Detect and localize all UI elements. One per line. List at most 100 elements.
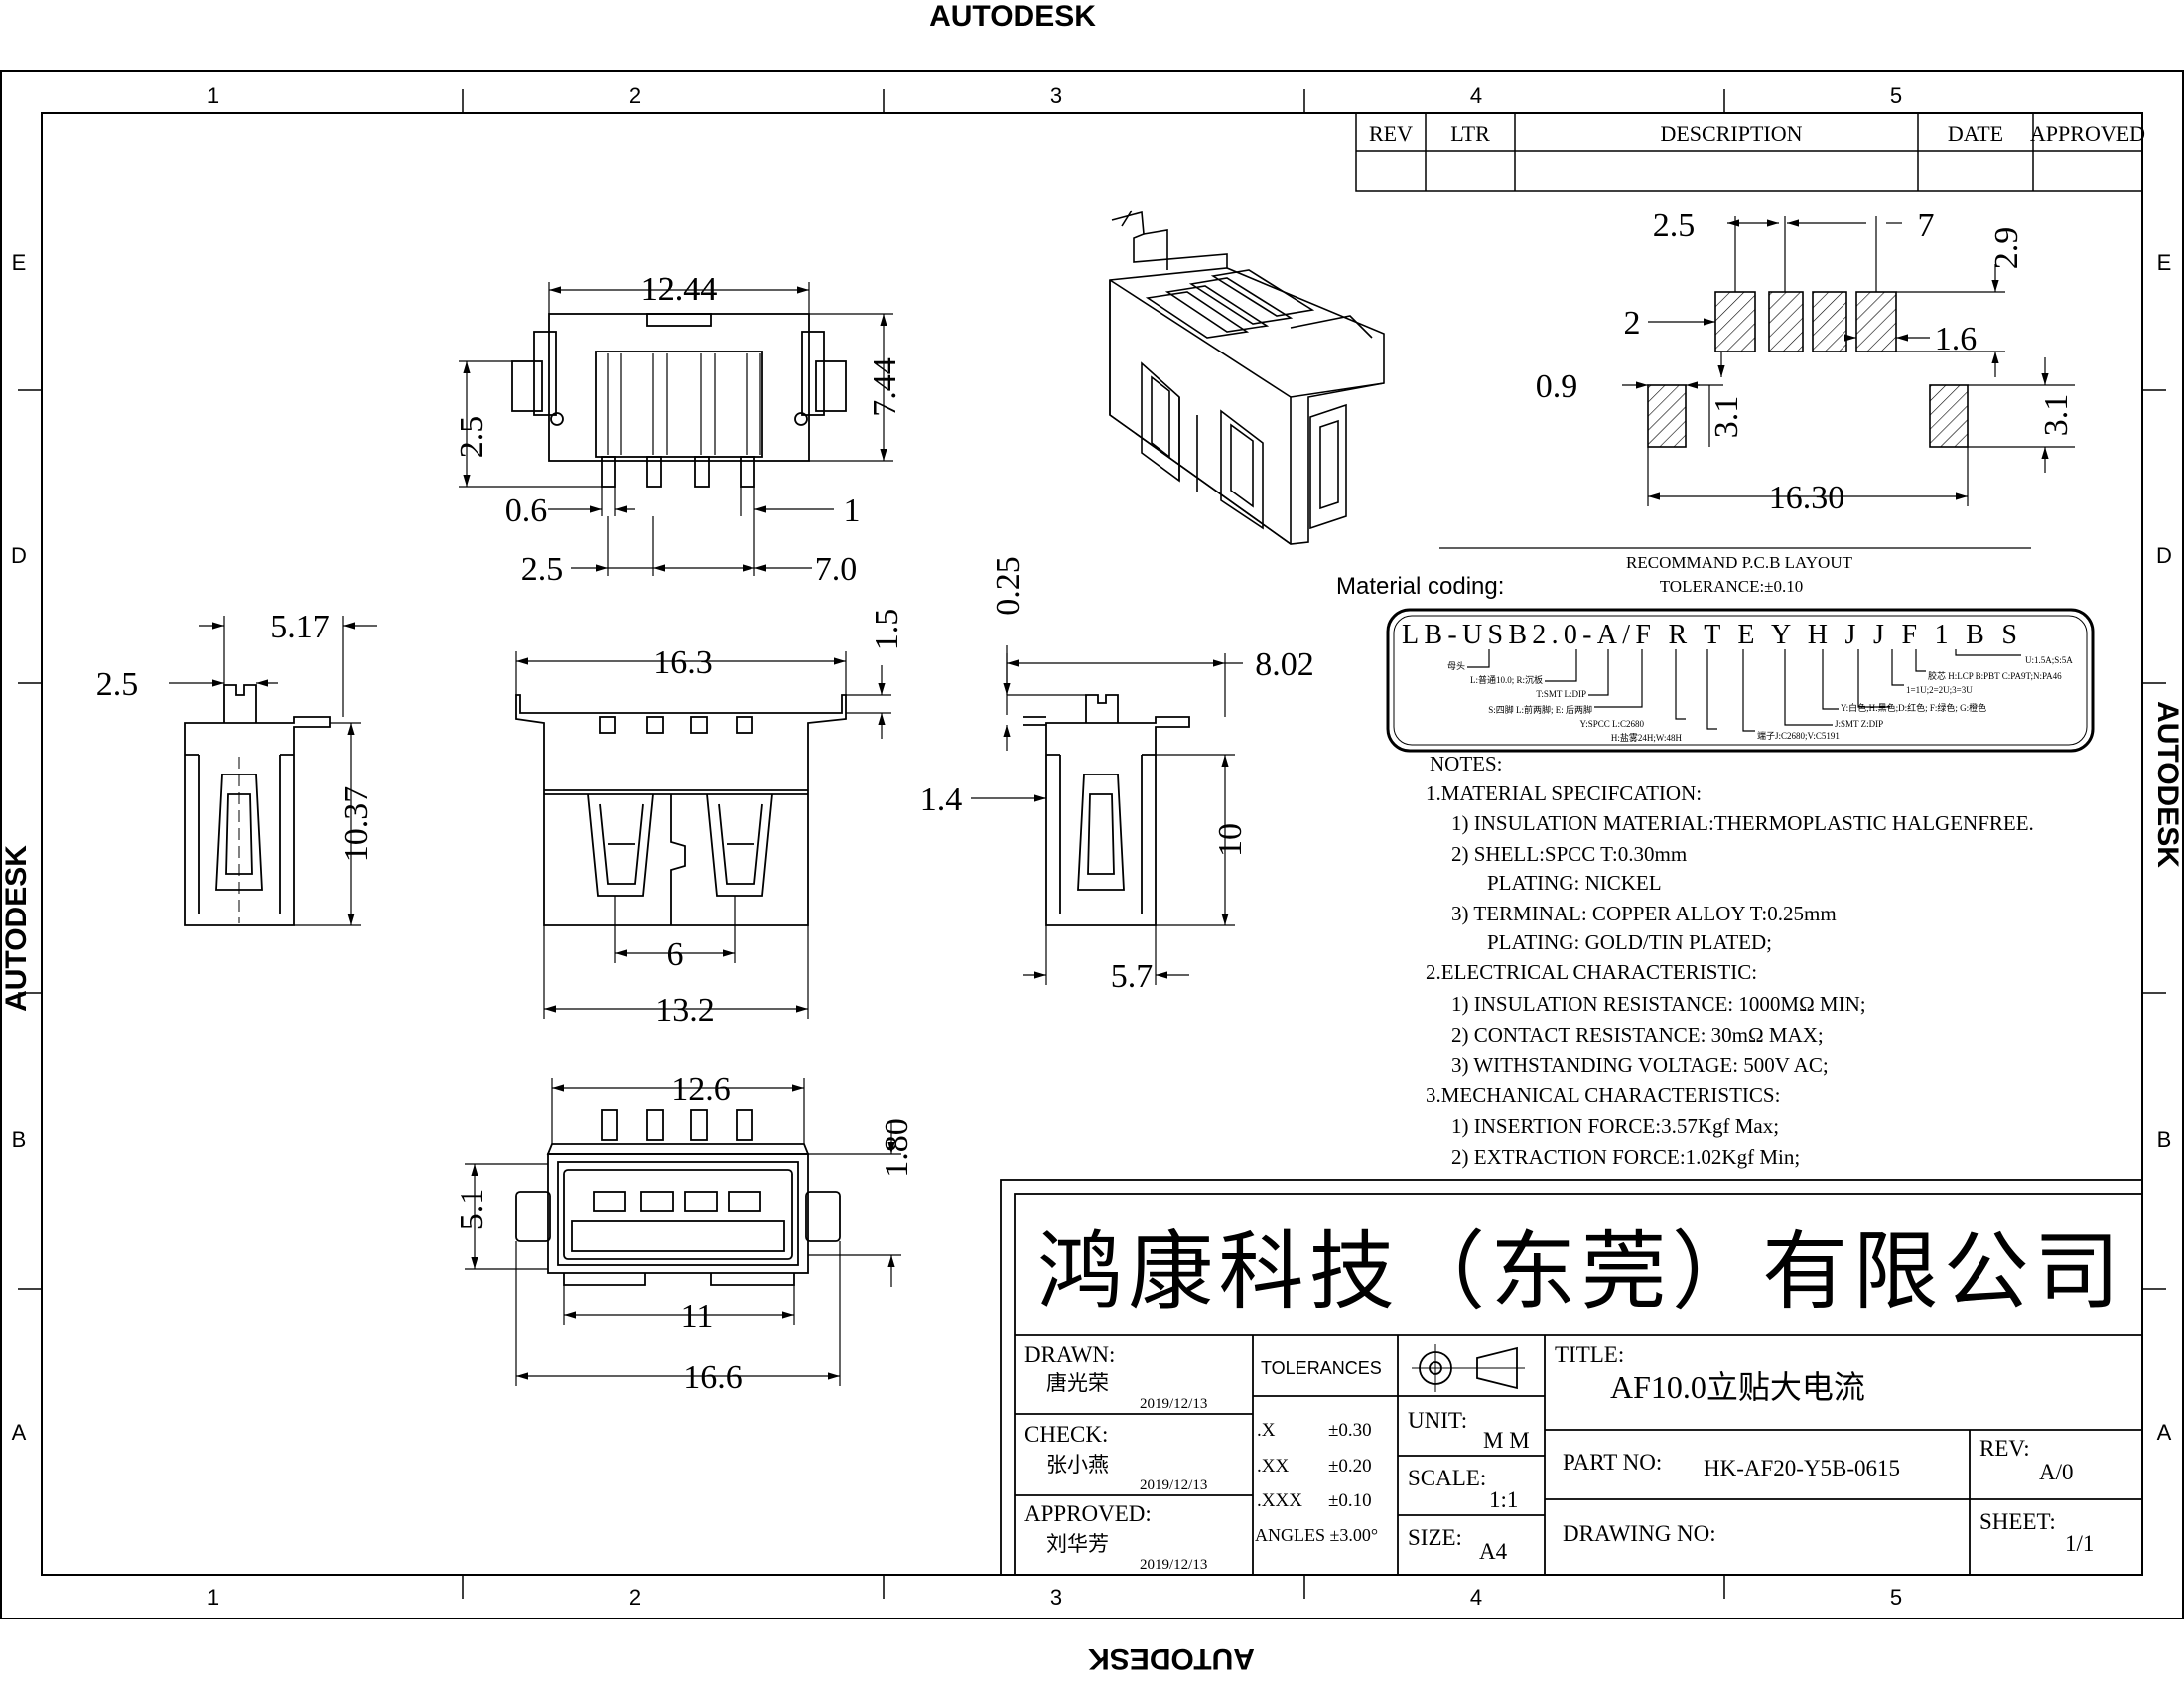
row-label-d: D: [11, 543, 27, 568]
check-date: 2019/12/13: [1140, 1477, 1207, 1493]
row-label-a: A: [12, 1420, 27, 1445]
mc-annot-3: S:四脚 L:前两脚; E: 后两脚: [1488, 704, 1592, 715]
dim-pcb-pitch: 2.5: [1653, 208, 1696, 244]
mc-annot-6: 端子J:C2680;V:C5191: [1757, 730, 1840, 741]
mc-annot-7: J:SMT Z:DIP: [1835, 719, 1883, 729]
rev-header-date: DATE: [1948, 121, 2003, 146]
isometric-view: [1109, 210, 1385, 545]
col-label-4b: 4: [1470, 1585, 1482, 1610]
front-view: [515, 694, 847, 926]
dim-left-height: 10.37: [339, 786, 375, 863]
revision-table: REV LTR DESCRIPTION DATE APPROVED: [1355, 112, 2145, 192]
mc-annot-0: 母头: [1447, 661, 1465, 671]
col-label-4: 4: [1470, 83, 1482, 108]
zone-ticks: [18, 89, 2166, 1599]
dim-top-pin-offset: 2.5: [454, 416, 490, 459]
notes-line-0: 1.MATERIAL SPECIFCATION:: [1426, 781, 1702, 805]
size-label: SIZE:: [1408, 1525, 1462, 1550]
notes-line-3: PLATING: NICKEL: [1487, 871, 1662, 895]
tol-xx-label: .XX: [1257, 1456, 1289, 1477]
notes-line-9: 3) WITHSTANDING VOLTAGE: 500V AC;: [1451, 1054, 1829, 1077]
mc-annot-2: T:SMT L:DIP: [1536, 689, 1586, 699]
watermark-left: AUTODESK: [0, 845, 33, 1012]
dim-pcb-shell-length-r: 3.1: [2038, 394, 2075, 437]
drawing-no-label: DRAWING NO:: [1563, 1521, 1716, 1546]
dim-left-width: 5.17: [270, 609, 330, 645]
tol-x-label: .X: [1257, 1420, 1276, 1441]
tol-xxx-value: ±0.10: [1328, 1490, 1372, 1511]
scale-label: SCALE:: [1408, 1466, 1486, 1490]
notes-line-6: 2.ELECTRICAL CHARACTERISTIC:: [1426, 960, 1757, 984]
notes-line-11: 1) INSERTION FORCE:3.57Kgf Max;: [1451, 1114, 1779, 1138]
check-label: CHECK:: [1024, 1422, 1108, 1447]
dim-top-width: 12.44: [641, 271, 718, 308]
notes-line-7: 1) INSULATION RESISTANCE: 1000MΩ MIN;: [1451, 992, 1866, 1016]
dim-front-port-gap: 6: [667, 936, 684, 973]
mc-annot-8: Y:白色;H:黑色;D:红色; F:绿色; G:橙色: [1841, 702, 1986, 713]
notes-line-5: PLATING: GOLD/TIN PLATED;: [1487, 930, 1772, 954]
company-name: 鸿康科技（东莞）有限公司: [1037, 1224, 2119, 1320]
material-code: LB-USB2.0-A/F R T E Y H J J F 1 B S: [1402, 620, 2017, 650]
drawn-date: 2019/12/13: [1140, 1396, 1207, 1412]
row-label-d-r: D: [2156, 543, 2172, 568]
notes-line-4: 3) TERMINAL: COPPER ALLOY T:0.25mm: [1451, 902, 1837, 925]
notes-line-8: 2) CONTACT RESISTANCE: 30mΩ MAX;: [1451, 1023, 1824, 1047]
dim-pcb-span: 7: [1918, 208, 1935, 244]
col-label-1: 1: [207, 83, 219, 108]
tol-x-value: ±0.30: [1328, 1420, 1372, 1441]
rev-header-rev: REV: [1369, 121, 1413, 146]
material-coding-leaders: [1467, 649, 2021, 732]
dim-front-width: 16.3: [653, 644, 713, 681]
rev-label: REV:: [1979, 1436, 2030, 1461]
dim-bottom-gap: 1.80: [879, 1118, 915, 1178]
unit-value: M M: [1483, 1428, 1530, 1453]
size-value: A4: [1479, 1539, 1508, 1564]
check-name: 张小燕: [1046, 1453, 1109, 1477]
col-label-3b: 3: [1050, 1585, 1062, 1610]
dim-front-height-offset: 1.5: [869, 609, 905, 651]
col-label-2b: 2: [629, 1585, 641, 1610]
dim-right-height: 10: [1212, 823, 1249, 857]
drawn-label: DRAWN:: [1024, 1342, 1115, 1367]
dim-front-body-width: 13.2: [655, 992, 715, 1029]
material-coding-box: [1386, 608, 2095, 753]
pcb-layout-tolerance: TOLERANCE:±0.10: [1660, 577, 1804, 596]
title-label: TITLE:: [1555, 1342, 1624, 1367]
mc-annot-11: U:1.5A;S:5A: [2025, 655, 2073, 665]
rev-header-description: DESCRIPTION: [1660, 121, 1802, 146]
dim-top-pin-gap: 1: [844, 492, 861, 529]
col-label-5b: 5: [1890, 1585, 1902, 1610]
sheet-label: SHEET:: [1979, 1509, 2056, 1534]
dim-right-tab-thk: 0.25: [990, 556, 1026, 616]
right-side-view: [1023, 694, 1190, 926]
dim-bottom-overall: 16.6: [683, 1359, 743, 1396]
tol-xx-value: ±0.20: [1328, 1456, 1372, 1477]
dim-pcb-pad-width: 2: [1624, 305, 1641, 342]
notes-line-12: 2) EXTRACTION FORCE:1.02Kgf Min;: [1451, 1145, 1800, 1169]
dim-pcb-pad-length: 2.9: [1988, 227, 2025, 270]
dim-top-depth: 7.44: [867, 357, 903, 417]
top-view: [511, 313, 847, 488]
watermark-right: AUTODESK: [2151, 701, 2184, 868]
col-label-2: 2: [629, 83, 641, 108]
dim-bottom-shell: 12.6: [671, 1071, 731, 1108]
pcb-layout: 2.5 7 2.9 2 1.6 0.9 3.1 3.1 16.30 RECOMM…: [1439, 208, 2075, 596]
pcb-layout-title: RECOMMAND P.C.B LAYOUT: [1626, 553, 1853, 572]
mc-annot-9: 1=1U;2=2U;3=3U: [1906, 685, 1973, 695]
rev-value: A/0: [2039, 1460, 2074, 1484]
dim-right-step: 1.4: [920, 781, 963, 818]
dim-right-depth: 8.02: [1255, 646, 1314, 683]
mc-annot-10: 胶芯 H:LCP B:PBT C:PA9T;N:PA46: [1928, 670, 2062, 681]
title-value: AF10.0立贴大电流: [1610, 1369, 1865, 1405]
tol-angles: ANGLES ±3.00°: [1255, 1525, 1378, 1545]
col-label-1b: 1: [207, 1585, 219, 1610]
row-label-e: E: [12, 250, 27, 275]
notes-header: NOTES:: [1430, 752, 1503, 775]
bottom-view: [515, 1109, 841, 1286]
approved-date: 2019/12/13: [1140, 1557, 1207, 1573]
bottom-view-dims: [465, 1078, 901, 1386]
material-coding-label: Material coding:: [1336, 573, 1504, 600]
outer-border: [0, 70, 2184, 1619]
row-label-b: B: [12, 1127, 27, 1152]
part-no-value: HK-AF20-Y5B-0615: [1704, 1456, 1900, 1480]
